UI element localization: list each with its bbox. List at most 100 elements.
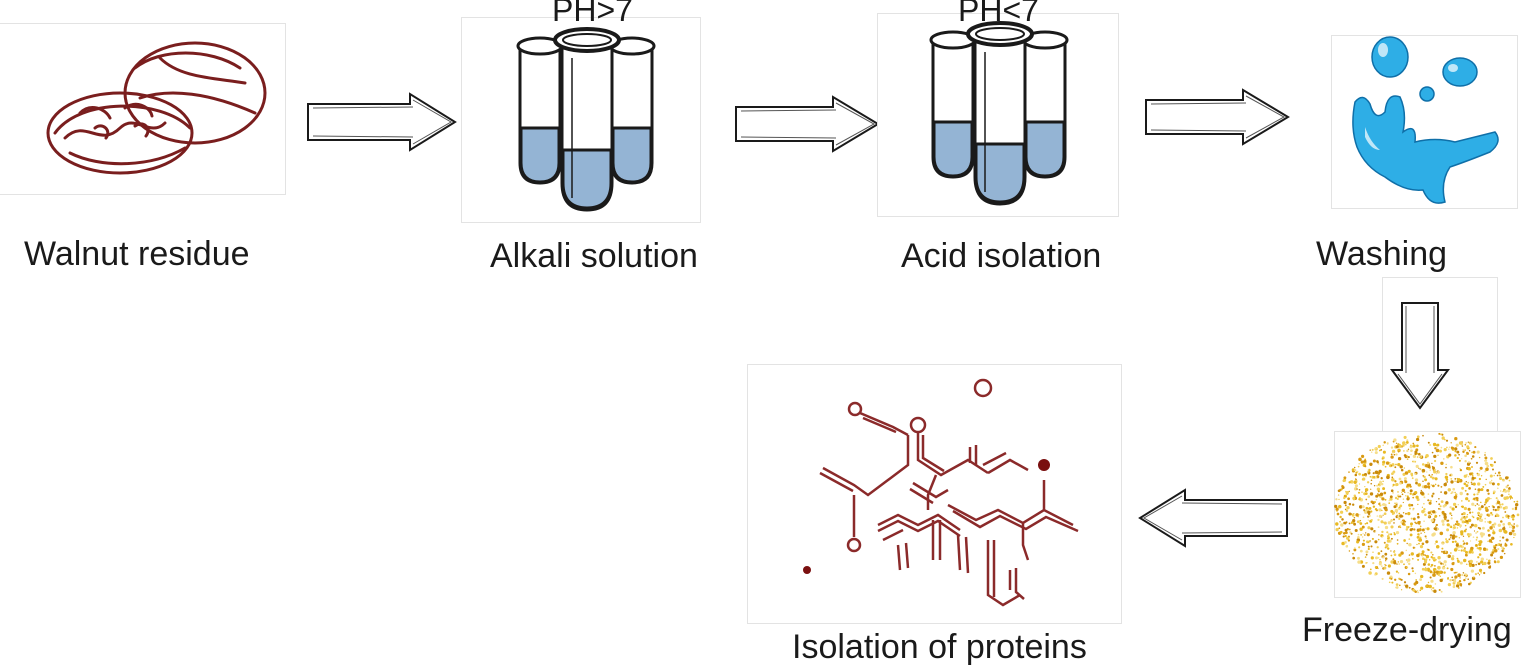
powder-speck bbox=[1364, 465, 1367, 468]
powder-speck bbox=[1335, 522, 1339, 526]
powder-speck bbox=[1401, 515, 1404, 518]
powder-speck bbox=[1499, 490, 1502, 492]
powder-speck bbox=[1427, 511, 1431, 515]
powder-speck bbox=[1399, 578, 1402, 581]
powder-speck bbox=[1357, 465, 1360, 468]
powder-speck bbox=[1407, 491, 1409, 494]
powder-speck bbox=[1375, 498, 1378, 501]
powder-speck bbox=[1471, 475, 1474, 477]
powder-speck bbox=[1468, 487, 1471, 490]
powder-speck bbox=[1487, 520, 1489, 523]
powder-speck bbox=[1477, 488, 1481, 492]
powder-speck bbox=[1484, 454, 1486, 456]
powder-speck bbox=[1487, 492, 1490, 495]
powder-speck bbox=[1404, 491, 1406, 493]
powder-speck bbox=[1391, 449, 1396, 454]
powder-speck bbox=[1502, 523, 1506, 526]
powder-speck bbox=[1459, 524, 1462, 528]
powder-speck bbox=[1418, 538, 1423, 542]
powder-speck bbox=[1446, 523, 1450, 527]
powder-speck bbox=[1372, 561, 1375, 565]
powder-speck bbox=[1441, 542, 1444, 545]
powder-speck bbox=[1388, 581, 1391, 584]
powder-speck bbox=[1448, 538, 1451, 541]
powder-speck bbox=[1488, 520, 1492, 524]
powder-speck bbox=[1354, 484, 1358, 488]
powder-speck bbox=[1365, 532, 1367, 534]
powder-speck bbox=[1504, 489, 1508, 493]
powder-speck bbox=[1432, 586, 1435, 590]
powder-speck bbox=[1487, 561, 1491, 565]
powder-speck bbox=[1466, 563, 1468, 566]
powder-speck bbox=[1445, 466, 1447, 469]
powder-speck bbox=[1486, 464, 1490, 468]
powder-speck bbox=[1487, 533, 1491, 537]
powder-speck bbox=[1382, 556, 1385, 559]
powder-speck bbox=[1472, 498, 1474, 500]
powder-speck bbox=[1344, 522, 1347, 525]
powder-speck bbox=[1338, 504, 1342, 509]
powder-speck bbox=[1460, 518, 1463, 521]
powder-speck bbox=[1437, 565, 1441, 570]
powder-speck bbox=[1371, 448, 1374, 451]
powder-speck bbox=[1386, 539, 1391, 543]
powder-speck bbox=[1494, 557, 1496, 559]
powder-speck bbox=[1449, 534, 1453, 537]
powder-speck bbox=[1457, 587, 1460, 589]
powder-speck bbox=[1478, 477, 1482, 481]
test-tubes-icon bbox=[929, 21, 1069, 206]
powder-speck bbox=[1408, 554, 1411, 556]
powder-speck bbox=[1493, 546, 1497, 550]
powder-speck bbox=[1370, 518, 1373, 522]
powder-speck bbox=[1488, 559, 1491, 563]
powder-speck bbox=[1376, 487, 1381, 491]
powder-speck bbox=[1475, 461, 1479, 464]
powder-speck bbox=[1497, 523, 1501, 527]
powder-speck bbox=[1369, 462, 1373, 466]
powder-speck bbox=[1374, 476, 1378, 479]
powder-speck bbox=[1365, 498, 1368, 501]
step-label-washing: Washing bbox=[1316, 235, 1448, 273]
powder-speck bbox=[1488, 481, 1493, 485]
powder-speck bbox=[1468, 564, 1472, 568]
powder-speck bbox=[1515, 524, 1519, 528]
powder-speck bbox=[1392, 485, 1394, 487]
powder-speck bbox=[1357, 491, 1361, 494]
powder-speck bbox=[1471, 476, 1475, 480]
powder-speck bbox=[1413, 582, 1417, 586]
powder-speck bbox=[1421, 550, 1425, 554]
powder-speck bbox=[1454, 437, 1458, 441]
powder-speck bbox=[1509, 526, 1511, 528]
powder-speck bbox=[1418, 467, 1420, 469]
arrow-right-icon bbox=[735, 95, 880, 153]
powder-speck bbox=[1456, 559, 1460, 562]
powder-speck bbox=[1424, 513, 1427, 517]
powder-speck bbox=[1406, 566, 1409, 569]
powder-speck bbox=[1460, 530, 1464, 534]
powder-speck bbox=[1414, 590, 1417, 593]
powder-speck bbox=[1355, 479, 1357, 481]
powder-speck bbox=[1397, 525, 1400, 528]
powder-speck bbox=[1430, 484, 1433, 486]
powder-speck bbox=[1399, 526, 1402, 529]
powder-speck bbox=[1384, 508, 1388, 512]
powder-speck bbox=[1412, 508, 1414, 511]
arrow-right-icon bbox=[307, 92, 457, 152]
powder-speck bbox=[1361, 542, 1365, 546]
powder-speck bbox=[1404, 480, 1408, 484]
powder-speck bbox=[1395, 445, 1399, 449]
powder-speck bbox=[1478, 546, 1482, 551]
powder-speck bbox=[1488, 539, 1493, 543]
powder-speck bbox=[1478, 456, 1481, 459]
powder-speck bbox=[1511, 507, 1515, 511]
powder-speck bbox=[1424, 527, 1427, 530]
powder-speck bbox=[1391, 472, 1394, 476]
powder-speck bbox=[1479, 466, 1483, 470]
powder-speck bbox=[1502, 506, 1506, 510]
powder-speck bbox=[1444, 475, 1449, 480]
powder-speck bbox=[1393, 553, 1397, 556]
powder-speck bbox=[1486, 496, 1491, 501]
powder-speck bbox=[1376, 484, 1379, 487]
powder-speck bbox=[1457, 503, 1460, 506]
powder-speck bbox=[1377, 556, 1380, 559]
